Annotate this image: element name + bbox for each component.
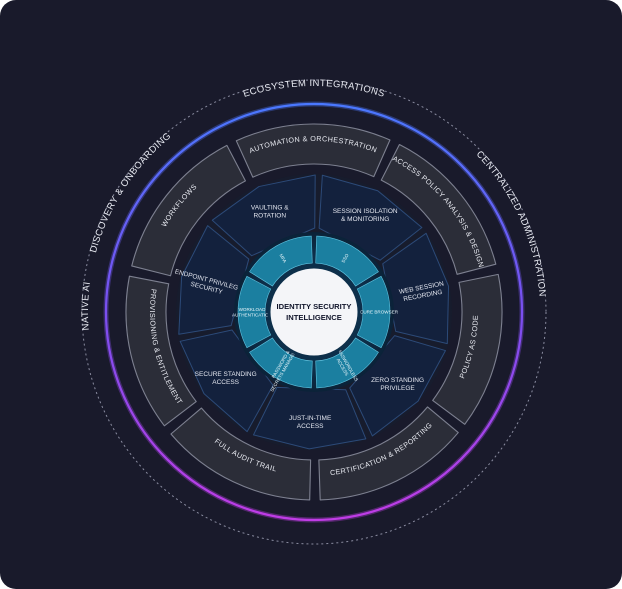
outer-glow-ring (104, 102, 524, 522)
tile-zero-standing-privilege-label-line-2: PRIVILEGE (380, 385, 415, 392)
tile-endpoint-privilege-security[interactable] (178, 225, 250, 335)
outer-dashed-orbit (81, 79, 547, 545)
tile-session-isolation-and-monitoring-label-line-1: SESSION ISOLATION (333, 208, 398, 215)
segment-workflows[interactable] (131, 144, 246, 277)
core-password-and-secrets-management[interactable] (249, 337, 313, 389)
core-mfa-label: MFA (278, 253, 288, 264)
segment-automation-and-orchestration[interactable] (235, 123, 391, 178)
core-passwordless-access[interactable] (315, 337, 379, 389)
tile-just-in-time-access[interactable] (252, 386, 367, 450)
tile-vaulting-and-rotation-label-line-1: VAULTING & (251, 205, 289, 212)
core-sso[interactable] (315, 235, 379, 287)
core-workload-authentication[interactable] (237, 275, 272, 349)
tile-secure-standing-access-label-line-1: SECURE STANDING (195, 371, 257, 378)
center-title-line-2: INTELLIGENCE (286, 313, 342, 322)
tile-zero-standing-privilege-label-line-1: ZERO STANDING (371, 377, 424, 384)
segment-full-audit-trail[interactable] (170, 407, 312, 501)
core-sso-label: SSO (341, 253, 350, 264)
segment-provisioning-and-entitlement[interactable] (125, 275, 197, 427)
tile-just-in-time-access-label-line-2: ACCESS (297, 423, 324, 430)
segment-certification-and-reporting[interactable] (318, 406, 459, 501)
core-workload-authentication-label-line-2: AUTHENTICATION (232, 312, 272, 317)
tile-web-session-recording[interactable] (382, 232, 450, 345)
arc-label-ecosystem-integrations: ECOSYSTEM INTEGRATIONS (242, 78, 386, 100)
tile-vaulting-and-rotation-label-line-2: ROTATION (253, 213, 286, 220)
tile-vaulting-and-rotation[interactable] (211, 174, 316, 257)
center-title-line-1: IDENTITY SECURITY (277, 302, 352, 311)
tile-session-isolation-and-monitoring-label-line-2: & MONITORING (341, 216, 389, 223)
arc-label-centralized-administration: CENTRALIZED ADMINISTRATION (474, 149, 548, 297)
segment-policy-as-code[interactable] (432, 273, 503, 425)
tile-secure-standing-access-label-line-2: ACCESS (212, 379, 239, 386)
segment-access-policy-analysis-and-design[interactable] (380, 143, 497, 275)
tile-just-in-time-access-label-line-1: JUST-IN-TIME (289, 415, 332, 422)
core-secure-browser-label: SECURE BROWSER (354, 310, 399, 315)
core-mfa[interactable] (249, 235, 313, 287)
center-hub (267, 265, 361, 359)
core-secure-browser[interactable] (356, 275, 391, 349)
arc-label-native-ai: NATIVE AI (80, 281, 93, 331)
core-workload-authentication-label-line-1: WORKLOAD (239, 307, 266, 312)
